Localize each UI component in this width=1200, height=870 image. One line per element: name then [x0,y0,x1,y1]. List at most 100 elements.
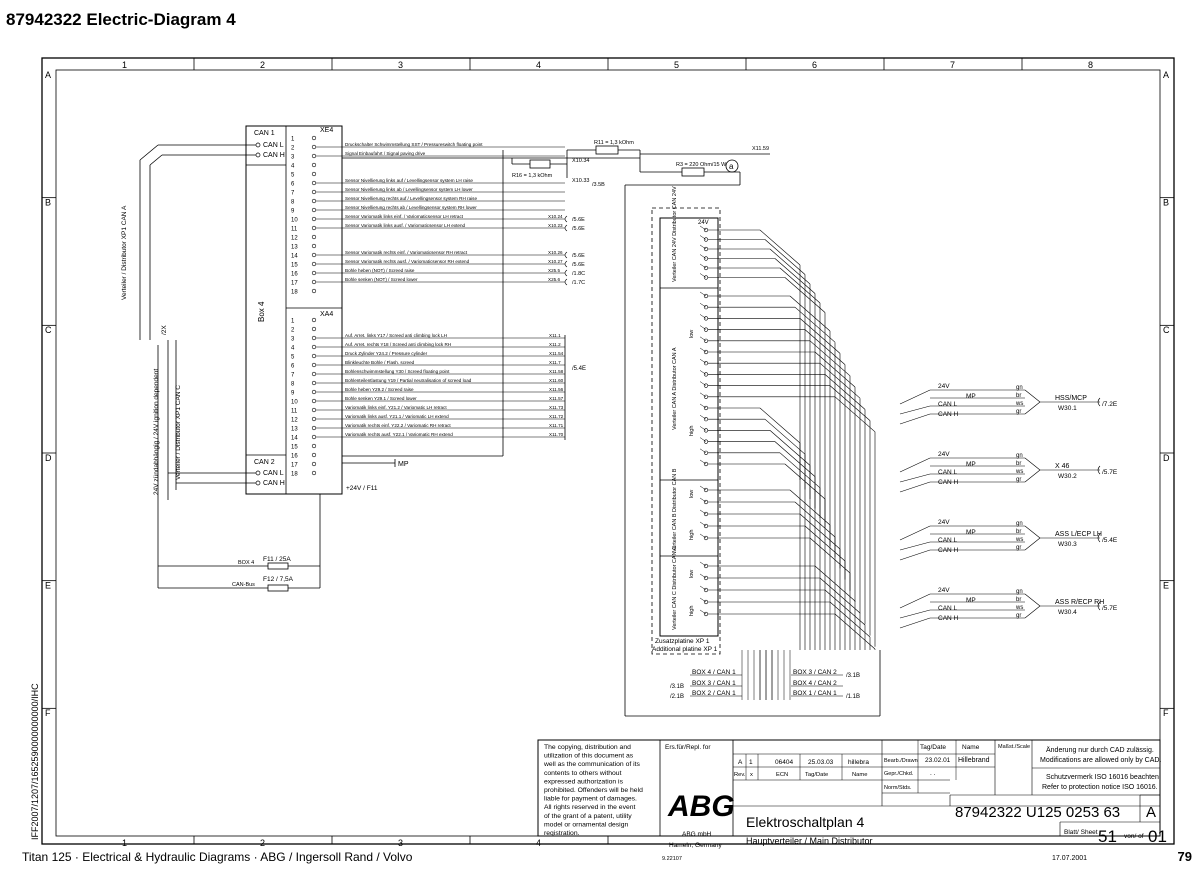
connector-canl-1: CAN L [938,469,958,476]
xa4-signal-4: Auf. Arret. rechts Y18 / Screed anti cli… [345,342,451,347]
xa4-signal-ref-8: X11.60 [549,378,564,383]
xa4-pin-terminal [311,344,317,350]
xa4-signal-ref-7: X11.58 [549,369,564,374]
xe4-pin-terminal [311,162,317,168]
x1033-label: X10.33 [572,178,589,184]
board-pin [703,361,709,366]
xa4-pin-terminal [311,317,317,323]
xa4-signal-ref-4: X11.2 [549,342,561,347]
board-pin [703,535,709,541]
r11-label: R11 = 1,3 kOhm [594,140,634,146]
xa4-pin-terminal [311,362,317,368]
sheet-number: 51 [1098,827,1117,846]
footer-text: Titan 125 · Electrical & Hydraulic Diagr… [22,850,413,864]
xe4-pin-terminal [311,198,317,204]
can2-h: CAN H [263,480,285,487]
xa4-pin-terminal [311,461,317,467]
board-pin [703,511,709,517]
ers-repl-label: Ers.für/Repl. for [665,744,711,751]
bus-link-ref-5: /1.1B [846,694,860,700]
xa4-signal-ref-13: X11.71 [549,423,564,428]
xa4-pin-13: 13 [291,427,298,433]
xe4-pin-4: 4 [291,164,295,170]
copyright-line-4: expressed authorization is [544,778,624,785]
board-pin [703,499,709,505]
grid-col-label-bottom-3: 3 [398,838,403,848]
connector-wire-color-0-3: gr [1016,409,1021,415]
chkd-date: . . [930,770,936,777]
can2-label: CAN 2 [254,459,275,466]
connector-arrow [1097,465,1101,475]
tag-date-header: Tag/Date [920,744,946,751]
xe4-signal-3: Signal Einbaufahrt / Signal paving drive [345,151,426,156]
connector-canl-3: CAN L [938,605,958,612]
xe4-ref-arrow [564,278,568,286]
resistor-r16 [529,159,551,169]
copyright-line-2: well as the communication of its [543,761,641,768]
bearb-label: Bearb./Drawn [884,758,918,764]
grid-row-label-C: C [45,325,52,335]
xa4-pin-terminal [311,434,317,440]
xe4-pin-terminal [311,207,317,213]
xe4-pin-9: 9 [291,209,295,215]
xe4-pin-13: 13 [291,245,298,251]
connector-arrow [1097,601,1101,611]
board-pin [703,450,709,455]
box4-label: Box 4 [257,301,266,322]
grid-col-label-1: 1 [122,60,127,70]
copyright-line-1: utilization of this document as [544,753,634,760]
revision-header-4: Name [852,772,867,778]
xa4-pin-18: 18 [291,472,298,478]
connector-mp-3: MP [966,597,976,604]
grid-col-label-6: 6 [812,60,817,70]
xe4-signal-16: Bohle heben (NOT) / Screed raise [345,268,415,273]
board-pin [703,428,709,433]
copyright-line-8: of the grant of a patent, utility [544,813,632,820]
copyright-line-6: liable for payment of damages. [544,796,637,803]
scale-label: Maßst./Scale [998,744,1030,750]
xe4-pin-terminal [311,135,317,141]
verteiler-c-label: Verteiler / Distributor XP1 CAN C [175,385,182,480]
xe4-pin-2: 2 [291,146,295,152]
connector-wire-color-1-3: gr [1016,477,1021,483]
revision-header-1: x [750,772,753,778]
xa4-pin-1: 1 [291,319,295,325]
can1-h: CAN H [263,152,285,159]
xe4-signal-15: Sensor Variomatik rechts ausf. / Varioma… [345,259,470,264]
revision-cell-0: A [738,759,743,766]
board-pin [703,394,709,399]
grid-col-label-bottom-4: 4 [536,838,541,848]
xe4-pin-terminal [311,243,317,249]
xa4-signal-6: Blinkleuchte Bohle / Flash. screed [345,360,415,365]
xe4-pin-terminal [311,261,317,267]
board-pin [703,405,709,411]
f12-label: F12 / 7,5A [263,576,294,583]
xa4-signal-list: Auf. Arret. links Y17 / Screed anti clim… [316,333,565,438]
xe4-pin-7: 7 [291,191,295,197]
connector-wire-color-3-0: gn [1016,589,1023,595]
bus-link-3: BOX 3 / CAN 2 [793,669,837,676]
copyright-line-0: The copying, distribution and [544,744,631,751]
xa4-pin-terminal [311,452,317,458]
xe4-signal-11: Sensor Variomatik links ausf. / Variomat… [345,223,466,228]
xe4-signal-9: Sensor Nivellierung rechts ab / Levellin… [345,205,477,210]
board-pin [703,338,709,343]
grid-row-label-D: D [45,453,52,463]
xe4-pin-terminal [311,234,317,240]
xe4-signal-ref-11: X10.23 [548,223,563,228]
xe4-signal-8: Sensor Nivellierung rechts auf / Levelli… [345,196,477,201]
board-pin [703,587,709,593]
box4: CAN 1 CAN L CAN H CAN 2 CAN L CAN H Box … [245,125,343,495]
xa4-pin-6: 6 [291,364,295,370]
abg-logo: ABG [667,790,735,823]
connector-arrow [1097,397,1101,407]
xa4-pin-7: 7 [291,373,295,379]
grid-row-label-right-F: F [1163,708,1169,718]
doc-title: Elektroschaltplan 4 [746,814,865,830]
cad-note-1: Änderung nur durch CAD zulässig. [1046,746,1154,754]
